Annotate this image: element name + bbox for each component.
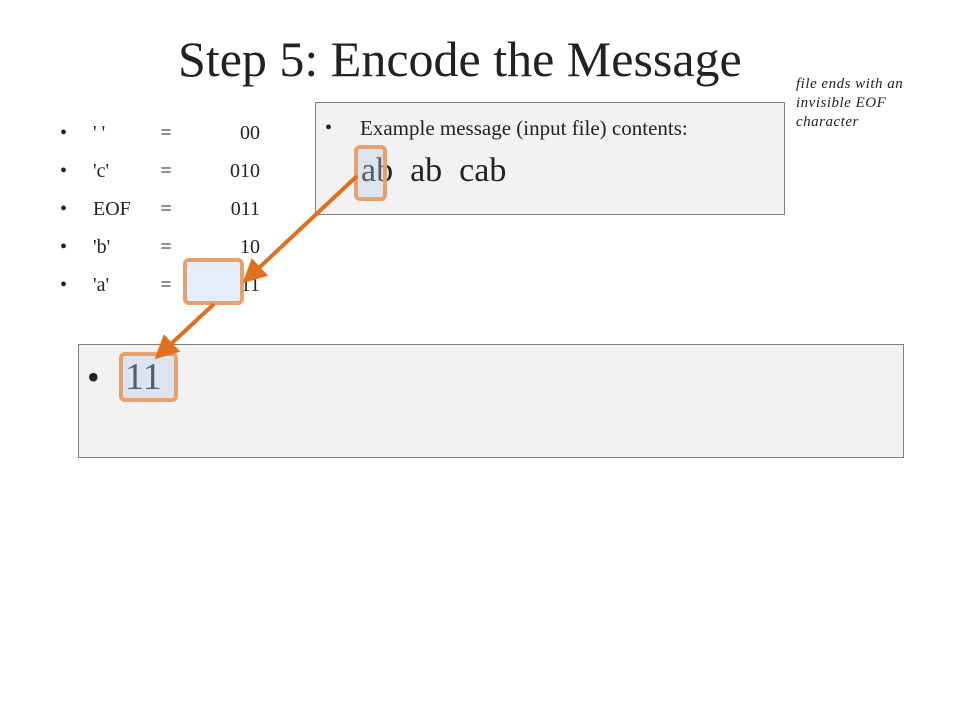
output-box: • 11 xyxy=(78,344,904,458)
code-a-highlight xyxy=(183,258,244,305)
code-row-eof: • EOF = 011 xyxy=(60,195,260,233)
code-equals: = xyxy=(160,198,172,220)
output-text: 11 xyxy=(125,356,162,398)
message-text: ab ab cab xyxy=(361,152,507,189)
code-table: • ' ' = 00 • 'c' = 010 • EOF = 011 • 'b'… xyxy=(60,119,260,309)
code-equals: = xyxy=(160,236,172,258)
code-value: 00 xyxy=(240,122,260,144)
bullet: • xyxy=(87,357,100,397)
bullet: • xyxy=(60,198,68,220)
code-row-space: • ' ' = 00 xyxy=(60,119,260,157)
message-label: Example message (input file) contents: xyxy=(360,116,688,140)
code-equals: = xyxy=(160,274,172,296)
code-symbol: 'a' xyxy=(93,274,110,296)
code-symbol: 'c' xyxy=(93,160,110,182)
code-value: 10 xyxy=(240,236,260,258)
bullet: • xyxy=(60,274,68,296)
bullet: • xyxy=(60,160,68,182)
eof-note: file ends with an invisible EOF characte… xyxy=(796,76,904,130)
bullet: • xyxy=(60,122,68,144)
code-symbol: 'b' xyxy=(93,236,111,258)
bullet: • xyxy=(60,236,68,258)
code-row-b: • 'b' = 10 xyxy=(60,233,260,271)
message-box: • Example message (input file) contents:… xyxy=(315,102,785,215)
slide-title: Step 5: Encode the Message xyxy=(178,31,742,87)
output-highlight xyxy=(119,352,178,402)
arrow-code-to-output xyxy=(154,302,216,360)
code-value: 011 xyxy=(230,198,260,220)
code-equals: = xyxy=(160,160,172,182)
bullet: • xyxy=(325,117,333,139)
code-equals: = xyxy=(160,122,172,144)
code-symbol: EOF xyxy=(93,198,131,220)
message-char-highlight xyxy=(354,145,387,201)
code-value: 010 xyxy=(230,160,260,182)
code-symbol: ' ' xyxy=(93,122,106,144)
code-row-c: • 'c' = 010 xyxy=(60,157,260,195)
arrow-message-to-code xyxy=(242,174,359,284)
